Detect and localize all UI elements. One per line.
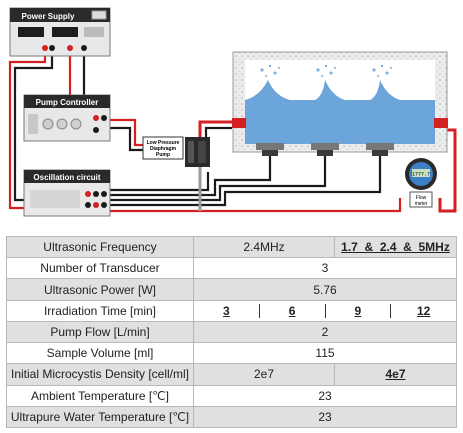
oscillation-circuit-label: Oscillation circuit [33, 173, 100, 182]
density-value-b: 4e7 [334, 363, 457, 386]
irradiation-time-option: 3 [223, 303, 230, 318]
irradiation-time-option: 6 [258, 303, 325, 318]
table-row: Ultrasonic Frequency 2.4MHz 1.7 & 2.4 & … [6, 235, 457, 259]
row-value: 23 [193, 384, 457, 407]
frequency-value-b: 1.7 & 2.4 & 5MHz [334, 235, 457, 259]
table-row: Sample Volume [ml] 115 [6, 342, 457, 365]
row-label: Ultrapure Water Temperature [℃] [6, 405, 194, 429]
row-label: Irradiation Time [min] [6, 299, 194, 322]
flow-meter: 1777.7 Flow meter [405, 158, 437, 208]
row-value: 23 [193, 405, 457, 429]
flow-meter-display: 1777.7 [412, 172, 430, 178]
oscillation-circuit: Oscillation circuit [23, 169, 111, 217]
row-label: Ambient Temperature [℃] [6, 384, 194, 407]
row-label: Ultrasonic Power [W] [6, 278, 194, 301]
ultrasonic-tank [232, 51, 448, 153]
irradiation-time-option: 12 [390, 303, 456, 318]
table-row: Number of Transducer 3 [6, 257, 457, 280]
pump-controller-label: Pump Controller [36, 98, 99, 107]
flow-meter-label-line-1: Flow [416, 195, 427, 201]
irradiation-time-option: 9 [324, 303, 391, 318]
pump-label-line-1: Low Pressure [147, 140, 180, 146]
flow-meter-label-line-2: meter [415, 201, 428, 207]
transducers [256, 143, 394, 156]
experimental-setup-diagram: Power Supply Pump Controller Oscillation… [8, 7, 457, 217]
density-value-a: 2e7 [193, 363, 335, 386]
row-label: Number of Transducer [6, 257, 194, 280]
table-row: Ultrapure Water Temperature [℃] 23 [6, 405, 457, 429]
table-row: Initial Microcystis Density [cell/ml] 2e… [6, 363, 457, 386]
table-row: Ultrasonic Power [W] 5.76 [6, 278, 457, 301]
row-label: Ultrasonic Frequency [6, 235, 194, 259]
pump-label-line-2: Diaphragm [150, 146, 177, 152]
table-row: Pump Flow [L/min] 2 [6, 320, 457, 344]
wiring [8, 55, 457, 213]
power-supply-label: Power Supply [22, 12, 75, 21]
row-label: Sample Volume [ml] [6, 342, 194, 365]
frequency-value-a: 2.4MHz [193, 235, 335, 259]
row-value: 3 [193, 257, 457, 280]
row-value: 2 [193, 320, 457, 344]
pump-label-line-3: Pump [156, 152, 170, 158]
power-supply: Power Supply [9, 7, 111, 57]
row-value: 115 [193, 342, 457, 365]
diaphragm-pump: Low Pressure Diaphragm Pump [142, 136, 210, 167]
pump-controller: Pump Controller [23, 94, 111, 142]
table-row: Ambient Temperature [℃] 23 [6, 384, 457, 407]
row-value: 5.76 [193, 278, 457, 301]
table-row: Irradiation Time [min] 3 6 9 12 [6, 299, 457, 322]
experiment-parameters-table: Ultrasonic Frequency 2.4MHz 1.7 & 2.4 & … [6, 235, 457, 429]
row-label: Initial Microcystis Density [cell/ml] [6, 363, 194, 386]
row-label: Pump Flow [L/min] [6, 320, 194, 344]
irradiation-time-values: 3 6 9 12 [193, 299, 457, 322]
